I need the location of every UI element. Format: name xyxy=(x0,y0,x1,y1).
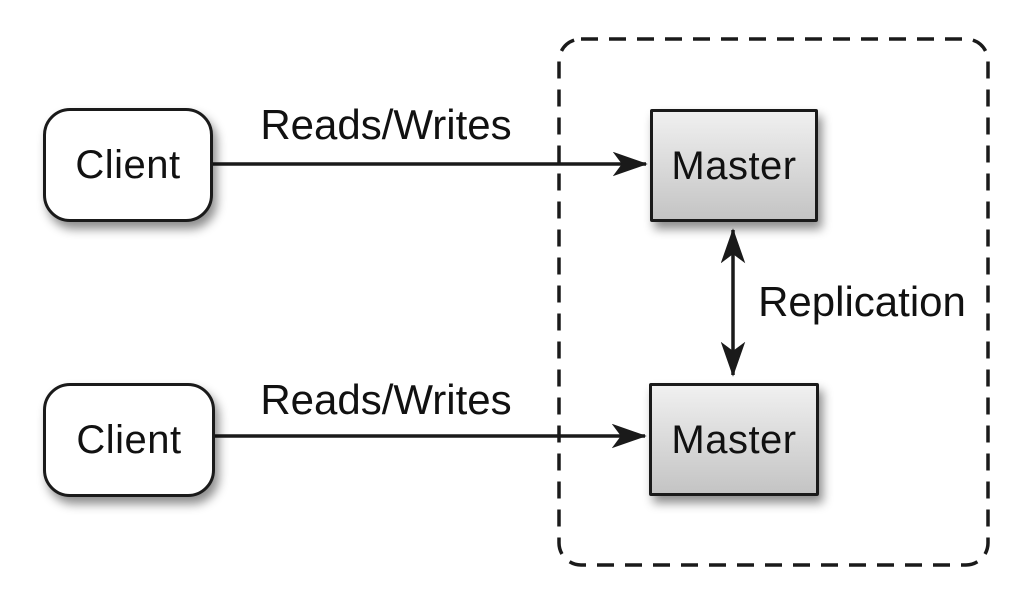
master-node-bottom: Master xyxy=(649,383,819,496)
reads-writes-label-bottom: Reads/Writes xyxy=(260,376,512,423)
master-node-bottom-label: Master xyxy=(671,417,797,462)
master-node-top-label: Master xyxy=(671,143,797,188)
replication-label: Replication xyxy=(758,278,966,325)
client-node-top: Client xyxy=(43,108,213,222)
master-node-top: Master xyxy=(650,109,818,222)
replication-group-boundary xyxy=(557,37,990,567)
reads-writes-label-top: Reads/Writes xyxy=(260,101,512,148)
client-node-bottom-label: Client xyxy=(76,418,182,462)
client-node-top-label: Client xyxy=(75,143,181,187)
client-node-bottom: Client xyxy=(43,383,215,497)
